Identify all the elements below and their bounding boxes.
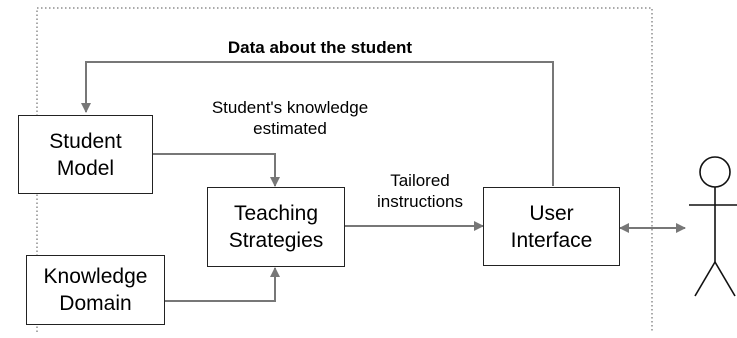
edge-label-tailored-line1: Tailored bbox=[390, 171, 450, 190]
node-teaching-strategies-line1: Teaching bbox=[233, 202, 319, 225]
node-user-interface-line2: Interface bbox=[510, 228, 593, 252]
arrow-domain-to-strategies bbox=[165, 267, 280, 302]
node-student-model-line2: Model bbox=[56, 156, 115, 180]
system-frame bbox=[36, 7, 653, 332]
node-teaching-strategies-line2: Strategies bbox=[228, 229, 324, 252]
edge-label-tailored-line2: instructions bbox=[377, 192, 463, 211]
arrow-knowledge-estimated bbox=[153, 153, 280, 187]
node-student-model-line1: Student bbox=[49, 129, 122, 153]
node-user-interface-line1: User bbox=[529, 201, 574, 225]
edge-label-knowledge-estimated: Student's knowledge estimated bbox=[180, 97, 400, 139]
node-knowledge-domain-line2: Domain bbox=[59, 292, 132, 315]
diagram-title: Data about the student bbox=[227, 38, 413, 57]
edge-label-tailored-instructions: Tailored instructions bbox=[355, 170, 485, 212]
stick-figure-icon bbox=[689, 156, 737, 297]
edge-label-knowledge-line1: Student's knowledge bbox=[211, 98, 369, 117]
edge-label-knowledge-line2: estimated bbox=[253, 119, 327, 138]
arrow-data-about-student bbox=[81, 61, 554, 186]
node-knowledge-domain-line1: Knowledge bbox=[43, 265, 148, 288]
